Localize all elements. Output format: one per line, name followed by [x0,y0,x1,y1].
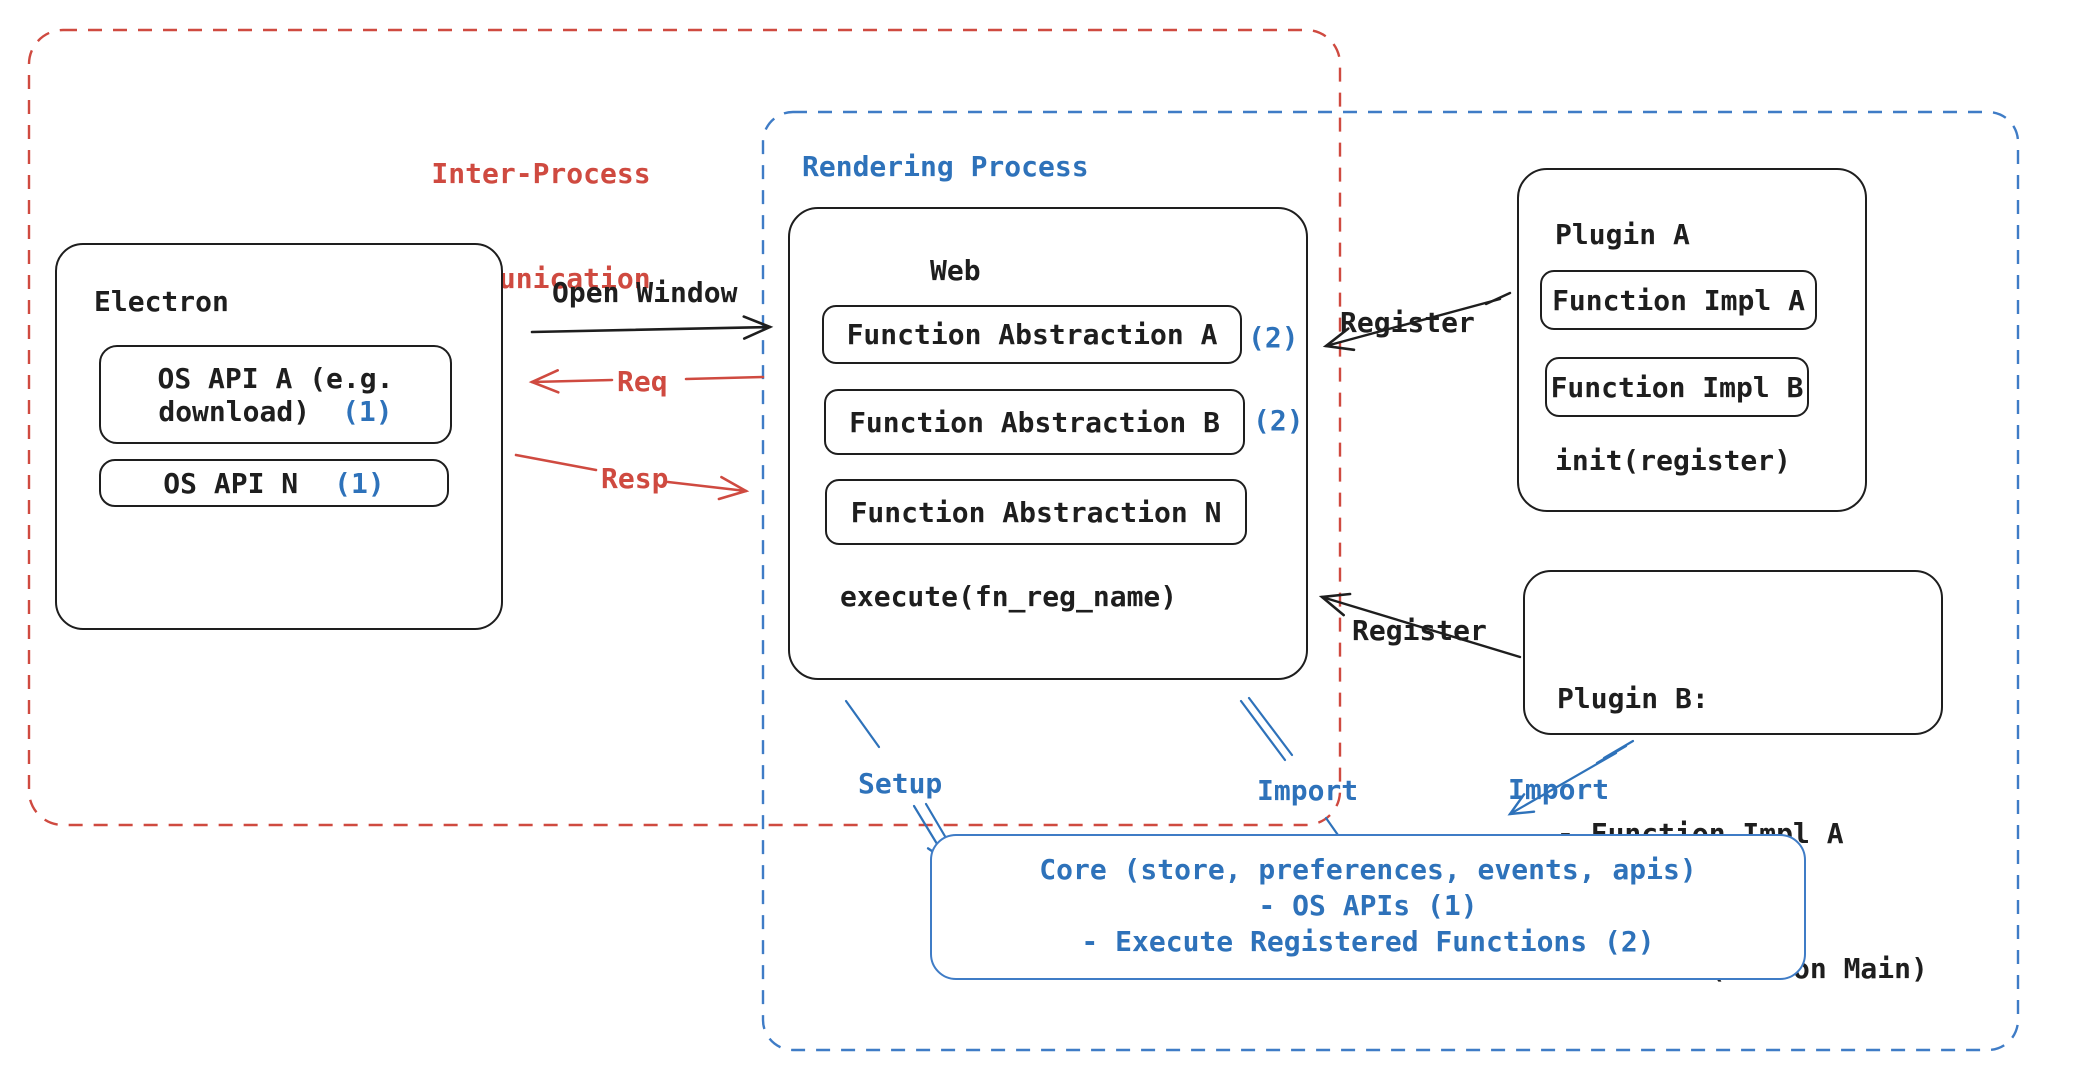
function-abstraction-n-box: Function Abstraction N [825,479,1247,545]
electron-box: Electron OS API A (e.g. download) (1) OS … [55,243,503,630]
function-abstraction-a-box: Function Abstraction A [822,305,1242,364]
os-api-a-ref: (1) [342,394,393,428]
plugin-a-title: Plugin A [1555,218,1690,251]
plugin-a-box: Plugin A Function Impl A Function Impl B… [1517,168,1867,512]
setup-label: Setup [858,767,943,800]
fa-b-ref: (2) [1253,404,1304,437]
resp-label: Resp [601,462,669,495]
os-api-n-ref: (1) [334,466,385,500]
os-api-n-text: OS API N [163,466,299,500]
os-api-a-label: OS API A (e.g. download) (1) [157,362,393,428]
function-abstraction-b-box: Function Abstraction B [824,389,1245,455]
web-box: Web Function Abstraction A Function Abst… [788,207,1308,680]
import-plugin-label: Import [1508,773,1610,806]
os-api-n-label: OS API N (1) [163,467,384,500]
web-title: Web [930,254,981,287]
os-api-a-box: OS API A (e.g. download) (1) [99,345,452,444]
core-line2: - OS APIs (1) [1258,889,1478,922]
import-web-label: Import [1257,774,1359,807]
os-api-a-line2: download) [158,394,311,428]
core-line3: - Execute Registered Functions (2) [1081,925,1655,958]
function-impl-a-box: Function Impl A [1540,270,1817,330]
register-top-label: Register [1340,306,1475,339]
os-api-n-box: OS API N (1) [99,459,449,507]
plugin-b-box: Plugin B: - Function Impl A - Module (ru… [1523,570,1943,985]
rendering-group-label: Rendering Process [802,150,1089,183]
open-window-label: Open Window [552,276,738,309]
core-line1: Core (store, preferences, events, apis) [1039,853,1697,886]
electron-title: Electron [94,285,229,318]
fa-a-ref: (2) [1248,321,1299,354]
req-label: Req [617,365,668,398]
ipc-group-label-line1: Inter-Process [431,157,651,190]
plugin-a-init-label: init(register) [1555,444,1792,477]
core-box: Core (store, preferences, events, apis) … [930,834,1806,980]
plugin-b-title: Plugin B: [1557,682,1709,715]
os-api-a-line1: OS API A (e.g. [157,361,394,395]
register-bottom-label: Register [1352,614,1487,647]
function-impl-b-box: Function Impl B [1545,357,1809,417]
execute-label: execute(fn_reg_name) [840,580,1178,613]
